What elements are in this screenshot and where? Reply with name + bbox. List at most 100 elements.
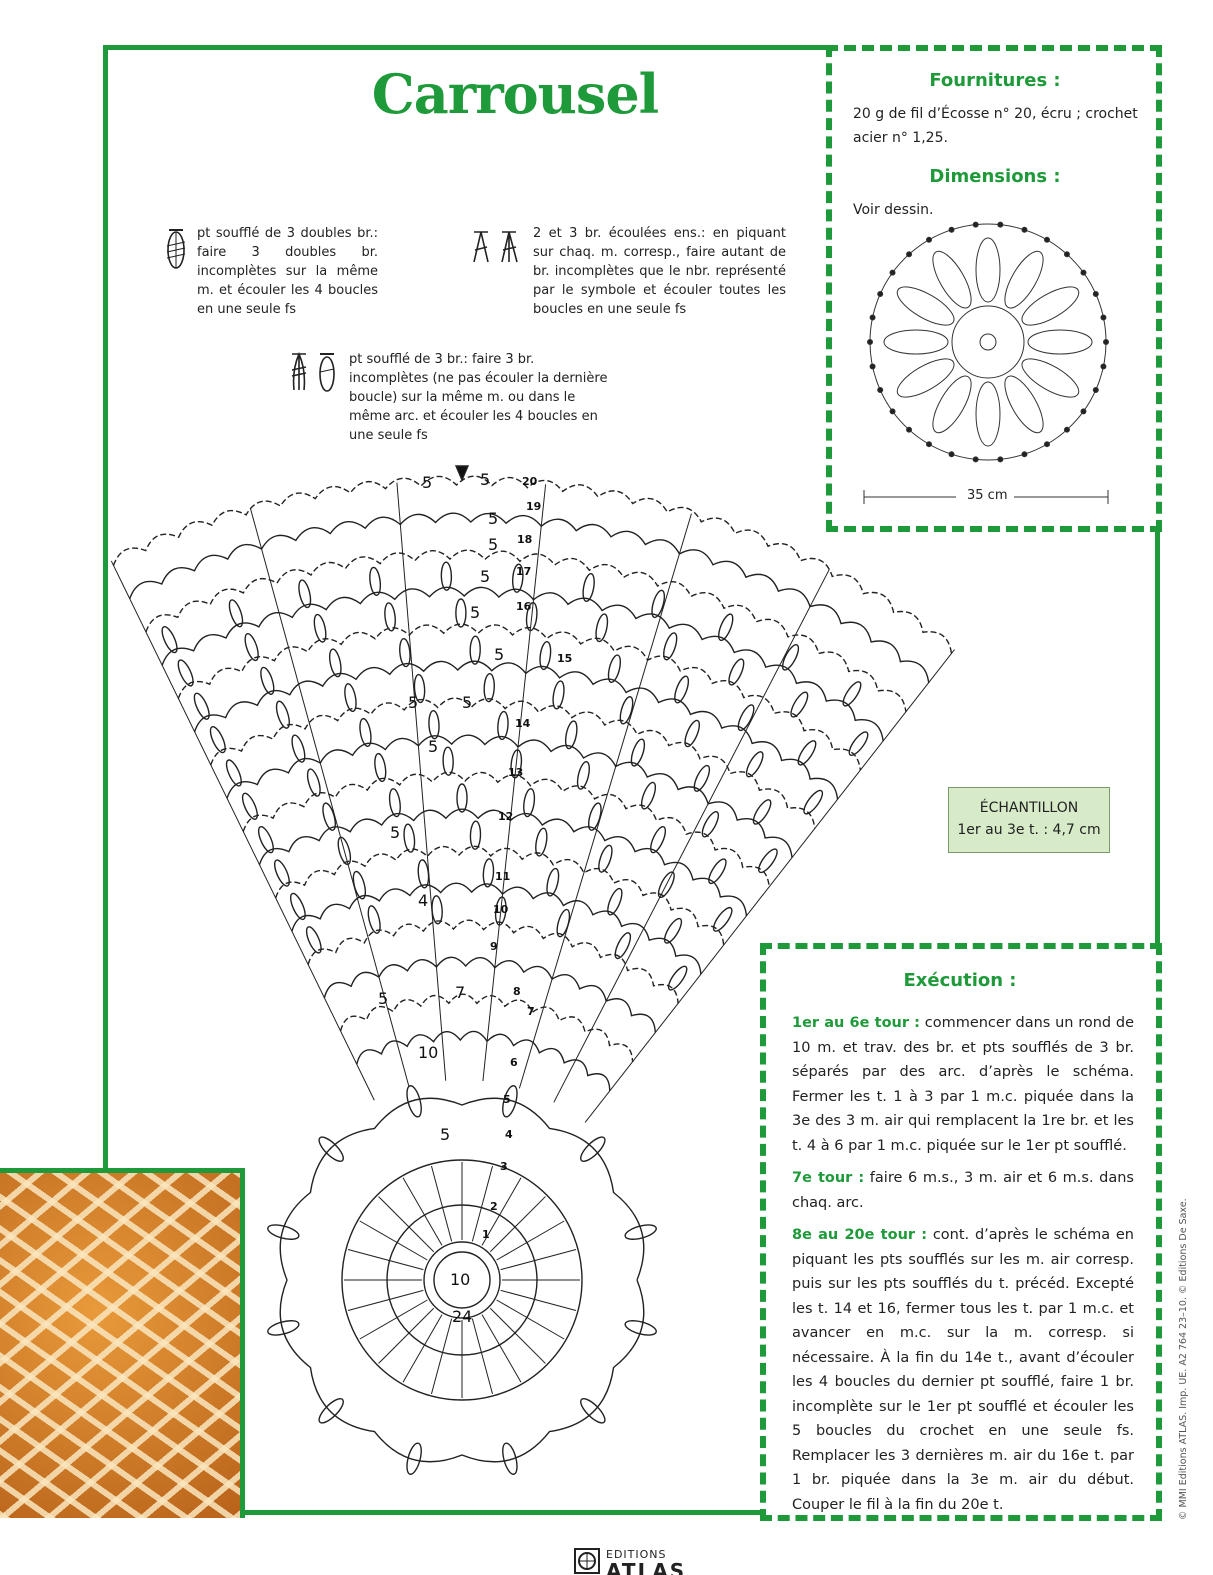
round-3-ring <box>341 1159 583 1401</box>
puff-stitch <box>737 704 755 732</box>
stitch-line <box>430 1318 453 1395</box>
legend-text: 2 et 3 br. écoulées ens.: en piquant sur… <box>533 226 786 317</box>
stitch-column <box>584 649 955 1123</box>
puff-stitch <box>624 1224 657 1240</box>
start-marker-icon <box>454 465 470 482</box>
copyright-text: © MMI Editions ATLAS. Imp. UE. A2 764 23… <box>1178 1198 1189 1520</box>
round-number-label: 6 <box>510 1056 518 1069</box>
thumb-picot <box>1044 441 1050 448</box>
thumb-picot <box>1021 226 1028 233</box>
puff-stitch <box>745 751 764 778</box>
puff-stitch <box>384 602 396 632</box>
puff-stitch <box>630 738 646 767</box>
puff-stitch <box>535 827 548 857</box>
stitch-line <box>496 1220 565 1261</box>
stitch-column <box>396 482 447 1081</box>
puff-stitch <box>428 710 440 740</box>
puff-stitch <box>848 731 869 757</box>
echantillon-title: ÉCHANTILLON <box>979 800 1079 816</box>
puff-stitch <box>502 1085 518 1118</box>
globe-icon <box>574 1548 600 1574</box>
thumb-petal <box>975 237 1001 303</box>
round-number-label: 10 <box>493 903 509 916</box>
thumb-petal <box>932 250 972 309</box>
stitch-line <box>500 1289 577 1312</box>
puff-stitch <box>244 632 259 662</box>
puff-stitch <box>595 613 609 643</box>
puff-stitch <box>318 1136 344 1162</box>
round-number-label: 12 <box>498 810 513 823</box>
puff-stitch <box>399 637 411 668</box>
stitch-count-label: 5 <box>422 473 432 492</box>
thumb-picot <box>972 221 979 228</box>
puff-stitch <box>718 613 734 642</box>
puff-stitch <box>693 764 711 792</box>
puff-stitch <box>701 811 720 838</box>
stitch-column <box>110 560 375 1101</box>
round-number-label: 16 <box>516 600 532 613</box>
round-number-label: 20 <box>522 475 538 488</box>
puff-stitch <box>161 626 178 654</box>
puff-stitch <box>758 848 778 874</box>
thumb-picot <box>906 426 913 433</box>
thumb-picot <box>1080 269 1087 276</box>
stitch-line <box>496 1299 565 1340</box>
puff-stitch <box>511 563 524 593</box>
fournitures-box <box>826 45 1162 532</box>
puff-stitch <box>580 1398 606 1424</box>
round-number-label: 11 <box>495 870 510 883</box>
thumb-picot <box>1021 451 1028 458</box>
round-number-label: 19 <box>526 500 541 513</box>
stitch-line <box>489 1196 546 1253</box>
chart-row <box>145 549 907 712</box>
execution-paragraph: 1er au 6e tour : commencer dans un rond … <box>792 1011 1134 1158</box>
puff-stitch <box>580 1136 606 1162</box>
stitch-count-label: 5 <box>480 470 490 489</box>
puff-stitch <box>667 965 688 991</box>
thumb-picot <box>948 451 955 458</box>
stitch-count-label: 10 <box>418 1043 438 1062</box>
puff-stitch <box>306 768 321 797</box>
stitch-line <box>471 1165 494 1242</box>
thumb-petal <box>1021 286 1080 326</box>
puff-stitch <box>305 926 322 954</box>
thumb-picot <box>1103 339 1109 345</box>
chart-row <box>177 623 862 771</box>
puff-stitch <box>193 692 210 720</box>
puff-stitch <box>313 613 327 643</box>
puff-stitch <box>406 1442 422 1475</box>
thumb-picot <box>1092 291 1099 298</box>
puff-stitch <box>640 781 657 810</box>
puff-stitch <box>619 696 634 725</box>
puff-stitch <box>650 826 667 854</box>
puff-stitch <box>624 1320 657 1336</box>
puff-stitch <box>267 1224 300 1240</box>
thumb-petal <box>1021 358 1080 398</box>
treble-cluster-icon <box>473 231 518 263</box>
thumb-picot <box>997 456 1004 463</box>
double-treble-puff-icon <box>166 229 186 269</box>
stitch-count-label: 5 <box>408 693 418 712</box>
crochet-chart-diagram: 1234567891011121314151617181920102455555… <box>110 465 955 1475</box>
round-number-label: 13 <box>508 766 523 779</box>
stitch-count-label: 5 <box>462 693 472 712</box>
thumb-picot <box>972 456 979 463</box>
doily-thumbnail <box>867 221 1109 463</box>
puff-stitch <box>728 658 745 686</box>
round-number-label: 5 <box>503 1093 511 1106</box>
page-title: Carrousel <box>371 62 659 126</box>
dimension-measure: 35 cm <box>967 488 1008 503</box>
frame-bottom-line <box>240 1510 765 1515</box>
thumb-petal <box>883 329 949 355</box>
puff-stitch <box>576 761 590 790</box>
stitch-count-label: 5 <box>378 989 388 1008</box>
round-number-label: 17 <box>516 565 531 578</box>
puff-stitch <box>674 675 690 704</box>
puff-stitch <box>275 700 290 729</box>
thumb-petal <box>975 381 1001 447</box>
thumb-petal <box>1004 250 1044 309</box>
thumb-petal <box>896 286 955 326</box>
round-number-label: 9 <box>490 940 498 953</box>
chart-row <box>210 697 816 829</box>
frame-top-line <box>103 45 831 50</box>
